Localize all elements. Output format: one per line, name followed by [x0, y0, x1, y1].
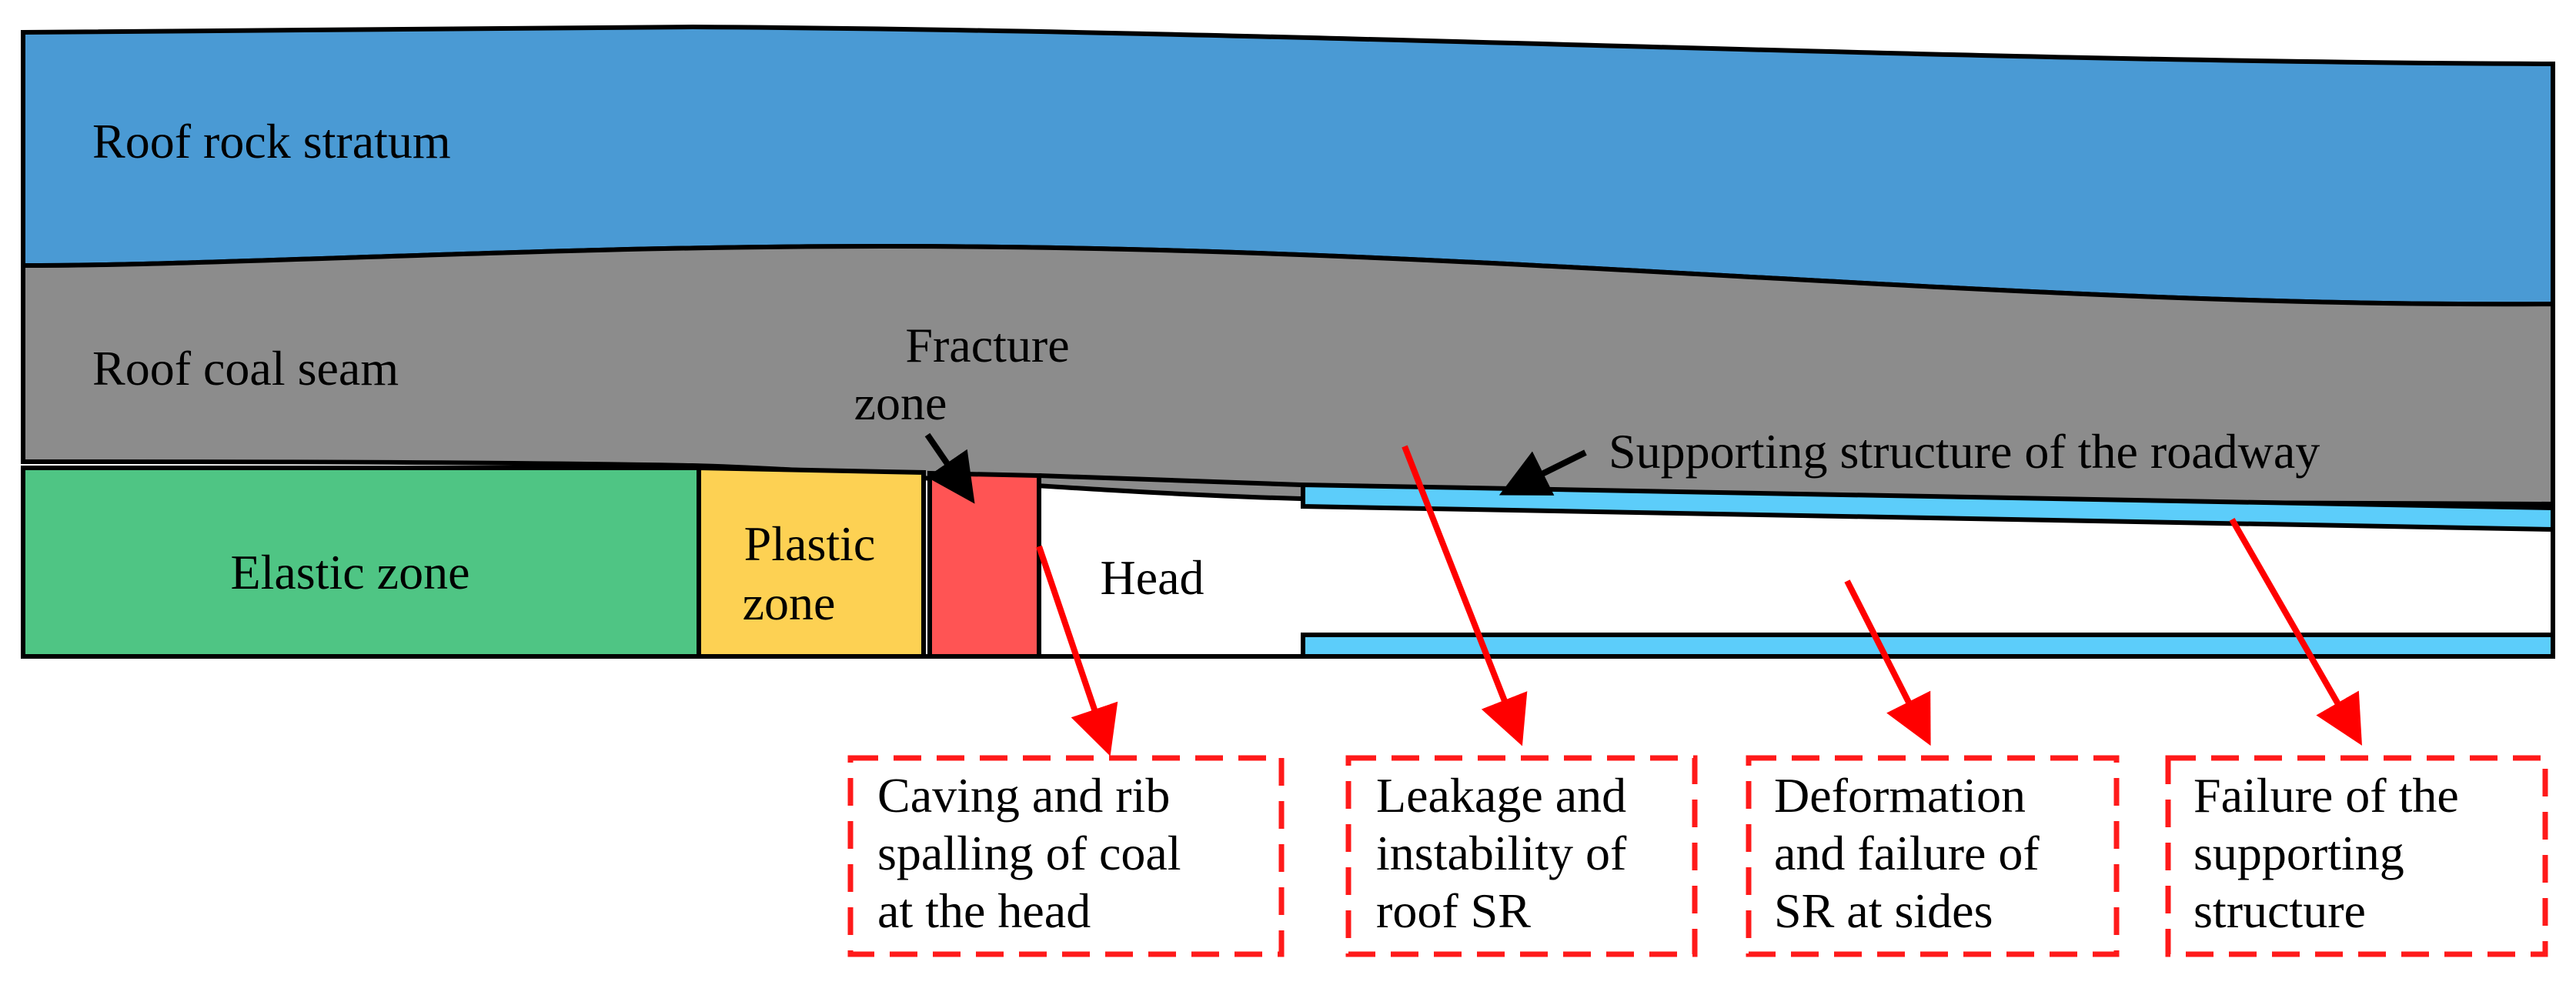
floor-support-structure — [1301, 633, 2555, 659]
plastic-zone-label-1: Plastic — [744, 516, 876, 571]
failure-arrow-4 — [2229, 518, 2362, 746]
support-structure-arrow — [1498, 449, 1587, 496]
failure-box-2: Leakage and instability of roof SR — [1345, 755, 1698, 957]
failure-arrow-3 — [1844, 579, 1931, 746]
failure-box-4-line-3: structure — [2193, 883, 2366, 938]
elastic-zone-label: Elastic zone — [231, 545, 470, 599]
failure-arrow-2 — [1402, 445, 1528, 746]
failure-box-4-line-2: supporting — [2193, 826, 2404, 880]
failure-box-2-line-3: roof SR — [1376, 883, 1531, 938]
failure-box-1: Caving and rib spalling of coal at the h… — [847, 755, 1285, 957]
roof-coal-label: Roof coal seam — [92, 341, 399, 396]
roadway-head-line — [1038, 473, 1301, 487]
failure-arrow-1 — [1036, 545, 1118, 756]
elastic-zone — [21, 466, 701, 659]
failure-box-1-line-3: at the head — [877, 883, 1091, 938]
failure-box-2-line-1: Leakage and — [1376, 768, 1626, 823]
roof-rock-label: Roof rock stratum — [92, 114, 451, 169]
failure-box-1-line-2: spalling of coal — [877, 826, 1181, 880]
fracture-zone — [927, 470, 1041, 659]
failure-box-1-line-1: Caving and rib — [877, 768, 1170, 823]
failure-box-4-line-1: Failure of the — [2193, 768, 2459, 823]
failure-box-2-line-2: instability of — [1376, 826, 1627, 880]
failure-box-3: Deformation and failure of SR at sides — [1746, 755, 2120, 957]
failure-box-3-line-1: Deformation — [1774, 768, 2026, 823]
head-label: Head — [1100, 550, 1204, 605]
fracture-zone-label-2: zone — [854, 376, 947, 430]
roof-coal-seam — [21, 243, 2555, 507]
support-structure-label: Supporting structure of the roadway — [1609, 424, 2320, 479]
failure-box-3-line-2: and failure of — [1774, 826, 2040, 880]
fracture-zone-label-1: Fracture — [905, 318, 1069, 372]
fracture-zone-arrow — [924, 432, 975, 504]
plastic-zone-label-2: zone — [743, 576, 836, 630]
failure-box-4: Failure of the supporting structure — [2165, 755, 2548, 957]
failure-box-3-line-3: SR at sides — [1774, 883, 1993, 938]
